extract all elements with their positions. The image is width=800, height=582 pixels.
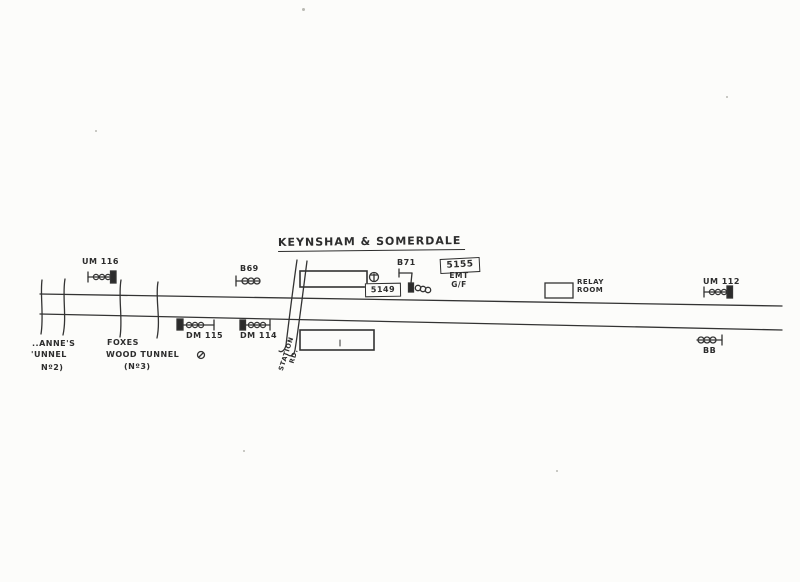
st-annes-tunnel-label-line1: ..ANNE'S xyxy=(32,339,76,348)
foxes-wood-tunnel-label-line2: WOOD TUNNEL xyxy=(106,350,180,359)
signal-um112-label: UM 112 xyxy=(703,277,740,286)
signal-b69-label: B69 xyxy=(240,264,259,273)
down-platform xyxy=(299,329,375,351)
ground-frame-caption-line1: EMT xyxy=(449,271,469,280)
telephone-plate-5149: 5149 xyxy=(364,282,402,298)
signal-um116-icon xyxy=(87,270,117,284)
ground-frame-caption: EMT G/F xyxy=(436,271,482,289)
paper-speck xyxy=(302,8,305,11)
circle-symbol-icon xyxy=(196,350,206,360)
telephone-icon xyxy=(368,271,380,283)
paper-speck xyxy=(95,130,97,132)
tunnel-portal-mark xyxy=(40,279,43,335)
diagram-title: KEYNSHAM & SOMERDALE xyxy=(277,234,466,252)
station-road-bridge-line xyxy=(287,260,308,357)
signal-b71-label: B71 xyxy=(397,258,416,267)
paper-speck xyxy=(556,470,558,472)
relay-room-label: RELAY ROOM xyxy=(577,278,604,294)
foxes-wood-tunnel-label-line1: FOXES xyxy=(107,338,139,347)
st-annes-tunnel-label-line3: Nº2) xyxy=(41,363,64,372)
signal-dm115-label: DM 115 xyxy=(186,331,224,340)
relay-room-line2: ROOM xyxy=(577,286,604,294)
signal-um116-label: UM 116 xyxy=(82,257,119,266)
signal-b71-icon xyxy=(398,268,432,294)
signal-dm115-icon xyxy=(176,318,215,331)
paper-speck xyxy=(726,96,728,98)
relay-room-line1: RELAY xyxy=(577,278,604,286)
down-line-track xyxy=(39,313,783,331)
paper-speck xyxy=(243,450,245,452)
ground-frame-caption-line2: G/F xyxy=(451,280,467,289)
up-platform xyxy=(299,270,368,288)
relay-room-box xyxy=(544,282,574,299)
signal-b69-icon xyxy=(235,275,261,287)
signal-dm114-icon xyxy=(239,319,271,331)
foxes-wood-tunnel-label-line3: (Nº3) xyxy=(124,362,151,371)
tunnel-portal-mark xyxy=(156,281,160,339)
st-annes-tunnel-label-line2: 'UNNEL xyxy=(31,350,67,359)
up-line-track xyxy=(39,293,783,307)
signal-bb-icon xyxy=(696,334,723,346)
station-road-bridge-line xyxy=(278,259,298,353)
tunnel-portal-mark xyxy=(62,278,66,336)
tunnel-portal-mark xyxy=(119,279,122,338)
signal-dm114-label: DM 114 xyxy=(240,331,278,340)
signal-bb-label: BB xyxy=(703,346,717,355)
signal-um112-icon xyxy=(703,285,734,299)
